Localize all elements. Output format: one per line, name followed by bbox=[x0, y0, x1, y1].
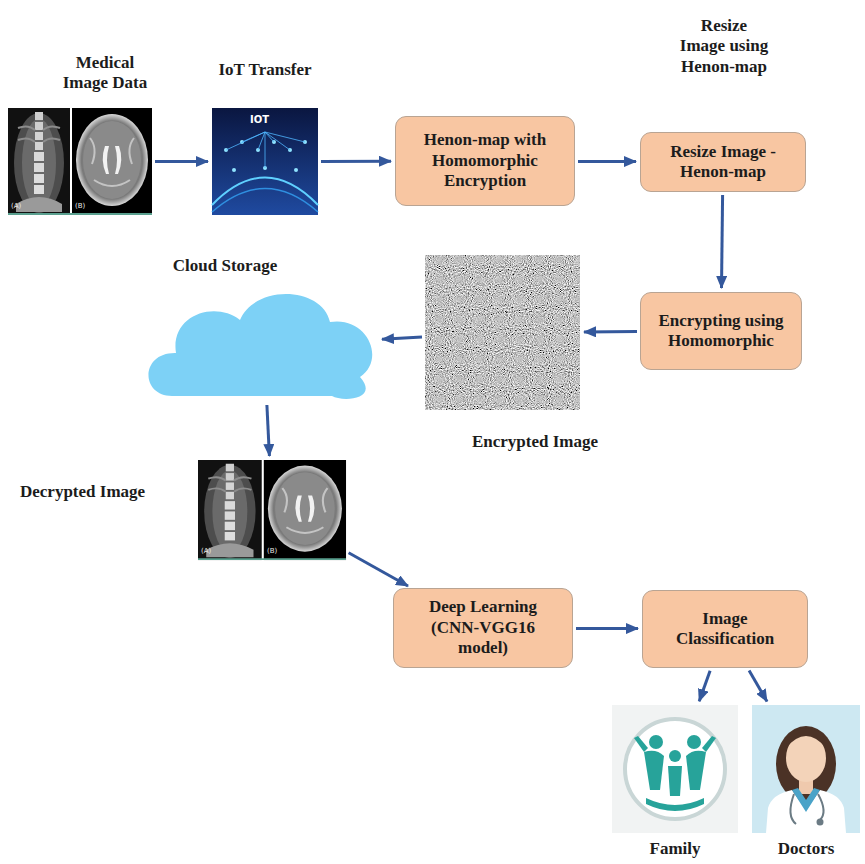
node-heading: Encrypted Image bbox=[450, 432, 620, 452]
node-heading: Resize Image using Henon-map bbox=[678, 16, 770, 77]
flow-arrow bbox=[722, 195, 723, 288]
flow-arrow bbox=[321, 160, 391, 163]
flow-arrow bbox=[584, 330, 637, 333]
cloud-node: Cloud Storage bbox=[150, 290, 378, 402]
image-tag: (B) bbox=[267, 548, 277, 555]
process-box: Deep Learning (CNN-VGG16 model) bbox=[393, 588, 573, 668]
node-heading: Family bbox=[625, 839, 725, 859]
flow-arrow bbox=[576, 627, 638, 630]
box-label: Image Classification bbox=[653, 609, 797, 650]
process-box: Encrypting using Homomorphic bbox=[640, 292, 802, 370]
box-label: Deep Learning (CNN-VGG16 model) bbox=[404, 597, 562, 658]
image-node: Encrypted Image bbox=[425, 255, 580, 410]
node-heading: Doctors bbox=[756, 839, 856, 859]
node-heading: Medical Image Data bbox=[55, 53, 155, 94]
image-tag: (A) bbox=[11, 203, 21, 210]
flow-arrow bbox=[267, 405, 270, 456]
image-node: Decrypted Image bbox=[198, 460, 346, 560]
flow-arrow bbox=[578, 160, 636, 163]
flow-arrow bbox=[349, 553, 408, 586]
image-tag: (B) bbox=[75, 203, 85, 210]
box-label: Resize Image - Henon-map bbox=[651, 142, 795, 183]
node-heading: Decrypted Image bbox=[20, 482, 180, 502]
process-box: Henon-map with Homomorphic Encryption bbox=[395, 116, 575, 206]
process-box: Resize Image using Henon-mapResize Image… bbox=[640, 132, 806, 192]
image-tag: (A) bbox=[201, 548, 211, 555]
flow-arrow bbox=[699, 671, 710, 701]
flow-arrow bbox=[382, 337, 422, 339]
icon-node: Doctors bbox=[752, 705, 860, 833]
process-box: Image Classification bbox=[642, 590, 808, 668]
image-node: Medical Image Data bbox=[8, 108, 152, 215]
flow-arrow bbox=[749, 671, 767, 702]
box-label: Encrypting using Homomorphic bbox=[651, 311, 791, 352]
box-label: Henon-map with Homomorphic Encryption bbox=[406, 130, 564, 191]
node-heading: IoT Transfer bbox=[205, 60, 325, 80]
image-tag: IOT bbox=[250, 115, 269, 125]
icon-node: Family bbox=[612, 705, 738, 833]
flow-arrow bbox=[155, 160, 208, 163]
node-heading: Cloud Storage bbox=[155, 256, 295, 276]
